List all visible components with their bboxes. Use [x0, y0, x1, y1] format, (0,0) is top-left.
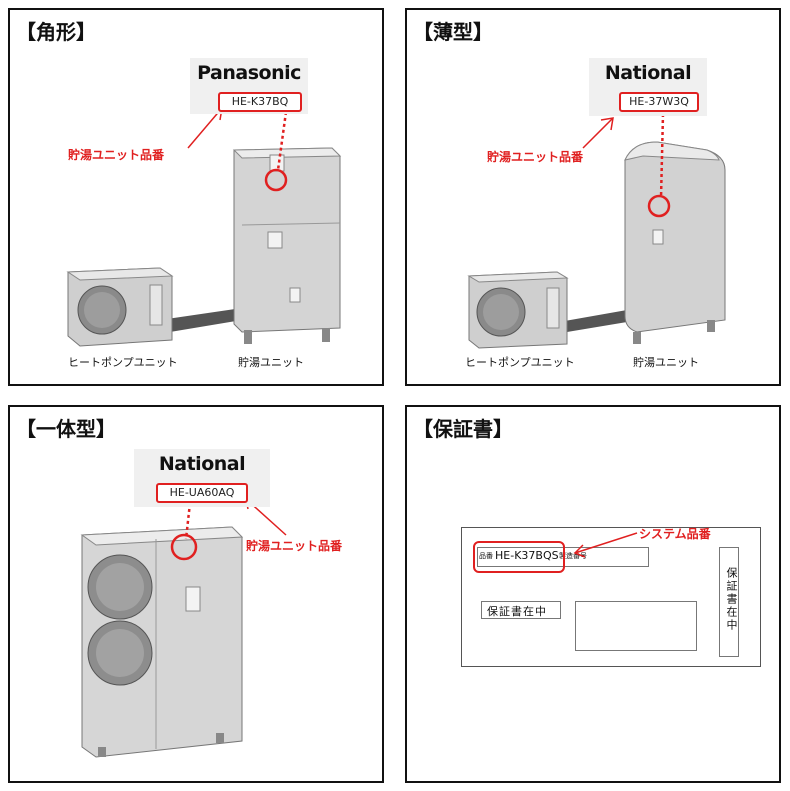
side-stamp-box	[719, 547, 739, 657]
model-number-box: HE-37W3Q	[619, 92, 699, 112]
unit-model-label: 貯湯ユニット品番	[246, 539, 343, 553]
brand-name: National	[158, 453, 246, 475]
panel-usugata: 【薄型】 National HE-37W3Q 貯湯ユニット品番 ヒートポンプユニ…	[405, 8, 781, 386]
unit-model-label: 貯湯ユニット品番	[487, 150, 584, 164]
system-model-number: HE-K37BQS	[495, 549, 559, 562]
warranty-arrow	[573, 532, 638, 558]
panel-ittaigata: 【一体型】 National HE-UA60AQ 貯湯ユニット品番	[8, 405, 384, 783]
brand-name: National	[604, 62, 692, 84]
panel-warranty: 【保証書】 品番 HE-K37BQS 製造番号 システム品番 保証書在中 保証書…	[405, 405, 781, 783]
panel-title: 【薄型】	[413, 20, 493, 44]
panel-title: 【一体型】	[16, 417, 116, 441]
unit-model-label: 貯湯ユニット品番	[68, 148, 165, 162]
caption-tank: 貯湯ユニット	[633, 356, 699, 369]
caption-heatpump: ヒートポンプユニット	[68, 356, 178, 369]
stamp-box	[481, 601, 561, 619]
stamp-text: 保証書在中	[487, 605, 547, 618]
brand-name: Panasonic	[197, 62, 301, 84]
panel-title: 【角形】	[16, 20, 96, 44]
field-label-serial: 製造番号	[559, 552, 587, 560]
usugata-illustration	[467, 113, 726, 349]
vertical-stamp-text: 保証書在中	[725, 567, 738, 632]
address-box	[575, 601, 697, 651]
panel-title: 【保証書】	[413, 417, 513, 441]
caption-tank: 貯湯ユニット	[238, 356, 304, 369]
highlight-circle	[473, 541, 565, 573]
ittaigata-illustration	[80, 498, 287, 758]
model-number-box: HE-UA60AQ	[156, 483, 248, 503]
kakugata-illustration	[66, 107, 342, 347]
system-model-label: システム品番	[639, 527, 711, 541]
panel-kakugata: 【角形】 Panasonic HE-K37BQ 貯湯ユニット品番 ヒートポンプユ…	[8, 8, 384, 386]
model-number-box: HE-K37BQ	[218, 92, 302, 112]
caption-heatpump: ヒートポンプユニット	[465, 356, 575, 369]
field-label: 品番	[479, 552, 493, 560]
